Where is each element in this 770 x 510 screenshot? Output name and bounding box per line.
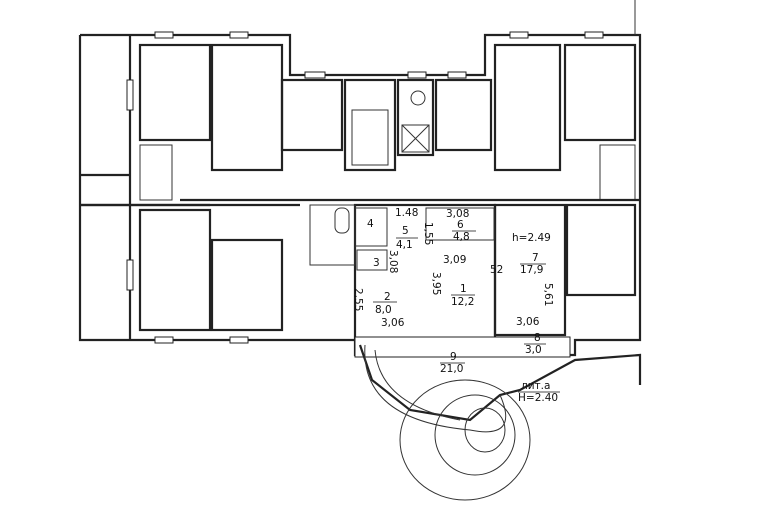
room-3-number: 3 (373, 257, 380, 269)
room-8-number: 8 (534, 332, 541, 344)
annex-label: лит.а (521, 380, 550, 392)
dim-3-08-top: 3,08 (446, 208, 469, 220)
room-8-area: 3,0 (525, 344, 542, 356)
dim-3-08-vertical: 3,08 (387, 250, 399, 273)
dim-1-55: 1,55 (422, 222, 434, 245)
room-5-number: 5 (402, 225, 409, 237)
dim-3-06-left: 3,06 (381, 317, 405, 329)
dim-52: 52 (490, 264, 503, 276)
room-7-area: 17,9 (520, 264, 543, 276)
dim-2-55: 2,55 (352, 288, 364, 311)
room-1-number: 1 (460, 283, 467, 295)
room-7-number: 7 (532, 252, 539, 264)
room-2-number: 2 (384, 291, 391, 303)
room-4-number: 4 (367, 218, 374, 230)
annex-height: H=2.40 (518, 392, 558, 404)
dim-3-95: 3,95 (430, 272, 442, 295)
room-6-number: 6 (457, 219, 464, 231)
room-1-area: 12,2 (451, 296, 474, 308)
room-9-area: 21,0 (440, 363, 463, 375)
room-6-area: 4,8 (453, 231, 470, 243)
room-labels: 4 1.48 5 4,1 1,55 3,08 6 4,8 3 3,08 3,09… (352, 207, 560, 404)
room-2-area: 8,0 (375, 304, 392, 316)
height-main: h=2.49 (512, 232, 551, 244)
dim-3-06-right: 3,06 (516, 316, 540, 328)
dim-5-61: 5,61 (542, 283, 554, 306)
room-9-number: 9 (450, 351, 457, 363)
walls (78, 0, 642, 501)
dim-1-48: 1.48 (395, 207, 418, 219)
dim-3-09: 3,09 (443, 254, 466, 266)
room-5-area: 4,1 (396, 239, 413, 251)
